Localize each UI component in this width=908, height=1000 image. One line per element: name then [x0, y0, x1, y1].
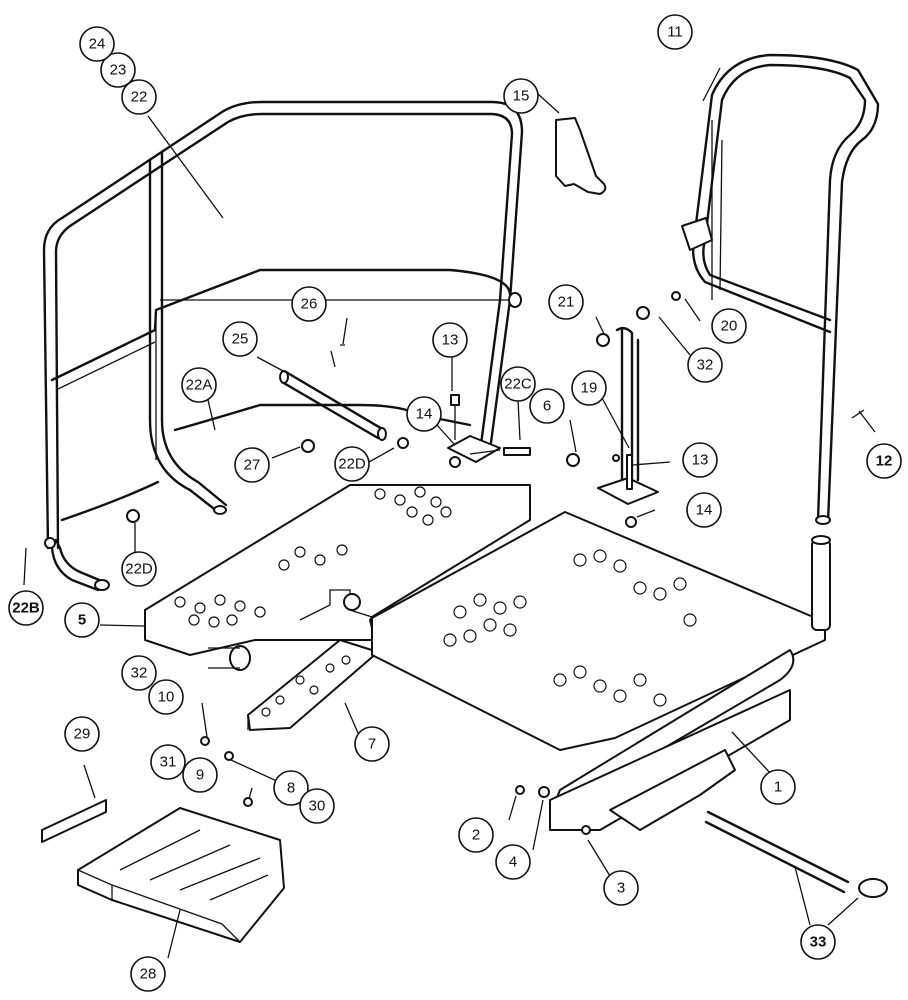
svg-text:15: 15 [513, 88, 530, 105]
callout-2: 2 [458, 817, 494, 853]
callout-21: 21 [548, 284, 584, 320]
callout-22a: 22A [181, 367, 217, 403]
bracket-left [447, 394, 501, 468]
svg-text:4: 4 [509, 854, 517, 871]
hardware [44, 291, 865, 835]
callout-7: 7 [354, 726, 390, 762]
callout-33: 33 [800, 924, 836, 960]
callout-13-lower: 13 [682, 442, 718, 478]
svg-text:12: 12 [876, 453, 893, 470]
svg-text:33: 33 [810, 934, 827, 951]
svg-text:11: 11 [667, 24, 683, 41]
callout-20: 20 [711, 308, 747, 344]
svg-text:5: 5 [78, 612, 86, 629]
svg-text:2: 2 [472, 827, 480, 844]
svg-text:24: 24 [89, 36, 106, 53]
left-platform [144, 484, 531, 671]
callout-31: 31 [150, 744, 186, 780]
svg-text:26: 26 [301, 296, 318, 313]
callout-30: 30 [299, 788, 335, 824]
svg-text:14: 14 [696, 502, 713, 519]
back-handrail [42, 100, 524, 592]
callout-5: 5 [64, 602, 100, 638]
svg-text:6: 6 [543, 398, 551, 415]
callout-10: 10 [148, 679, 184, 715]
leader-lines [23, 67, 876, 959]
step-7 [247, 639, 379, 731]
svg-text:20: 20 [721, 318, 738, 335]
callout-32-left: 32 [121, 655, 157, 691]
callout-14-right: 14 [686, 492, 722, 528]
callout-19: 19 [571, 370, 607, 406]
svg-text:22A: 22A [186, 377, 213, 394]
svg-text:22D: 22D [125, 561, 153, 578]
callout-12: 12 [866, 443, 902, 479]
svg-text:9: 9 [196, 767, 204, 784]
callout-1: 1 [760, 769, 796, 805]
callout-28: 28 [130, 956, 166, 992]
svg-text:13: 13 [692, 452, 709, 469]
callout-24: 24 [79, 26, 115, 62]
callout-25: 25 [222, 321, 258, 357]
svg-text:28: 28 [140, 966, 157, 983]
svg-text:32: 32 [131, 665, 148, 682]
svg-text:22: 22 [131, 89, 148, 106]
callout-9: 9 [182, 757, 218, 793]
main-platform [371, 511, 831, 831]
callout-22c: 22C [500, 366, 536, 402]
post-19 [597, 326, 659, 505]
callouts: 1 2 3 4 5 6 7 8 9 10 11 12 13 13 14 14 1… [8, 14, 902, 992]
svg-text:7: 7 [368, 736, 376, 753]
step-28 [77, 807, 285, 943]
svg-text:21: 21 [558, 294, 575, 311]
svg-text:3: 3 [617, 880, 625, 897]
svg-text:22B: 22B [12, 600, 40, 617]
callout-22d-center: 22D [334, 446, 370, 482]
callout-6: 6 [529, 388, 565, 424]
callout-22d-left: 22D [121, 551, 157, 587]
callout-26: 26 [291, 286, 327, 322]
callout-22b: 22B [8, 590, 44, 626]
callout-23: 23 [100, 52, 136, 88]
svg-text:22C: 22C [504, 376, 532, 393]
svg-text:14: 14 [416, 406, 433, 423]
pin-33 [704, 810, 888, 898]
callout-11: 11 [657, 14, 693, 50]
callout-15: 15 [503, 78, 539, 114]
svg-text:25: 25 [232, 331, 249, 348]
svg-text:8: 8 [287, 780, 295, 797]
right-handrail [681, 53, 880, 525]
callout-29: 29 [64, 716, 100, 752]
svg-text:32: 32 [697, 357, 714, 374]
svg-text:27: 27 [244, 457, 261, 474]
svg-text:22D: 22D [338, 456, 366, 473]
callout-22: 22 [121, 79, 157, 115]
svg-text:13: 13 [442, 332, 459, 349]
svg-text:23: 23 [110, 62, 127, 79]
pad-29 [41, 799, 107, 843]
svg-text:31: 31 [160, 754, 177, 771]
svg-text:19: 19 [581, 380, 598, 397]
svg-text:30: 30 [309, 798, 326, 815]
callout-32-right: 32 [687, 347, 723, 383]
callout-14-left: 14 [406, 396, 442, 432]
callout-27: 27 [234, 447, 270, 483]
callout-13-upper: 13 [432, 322, 468, 358]
plate-15 [555, 117, 607, 195]
svg-text:29: 29 [74, 726, 91, 743]
callout-3: 3 [603, 870, 639, 906]
callout-8: 8 [273, 770, 309, 806]
svg-text:10: 10 [158, 689, 175, 706]
svg-text:1: 1 [774, 779, 782, 796]
callout-4: 4 [495, 844, 531, 880]
